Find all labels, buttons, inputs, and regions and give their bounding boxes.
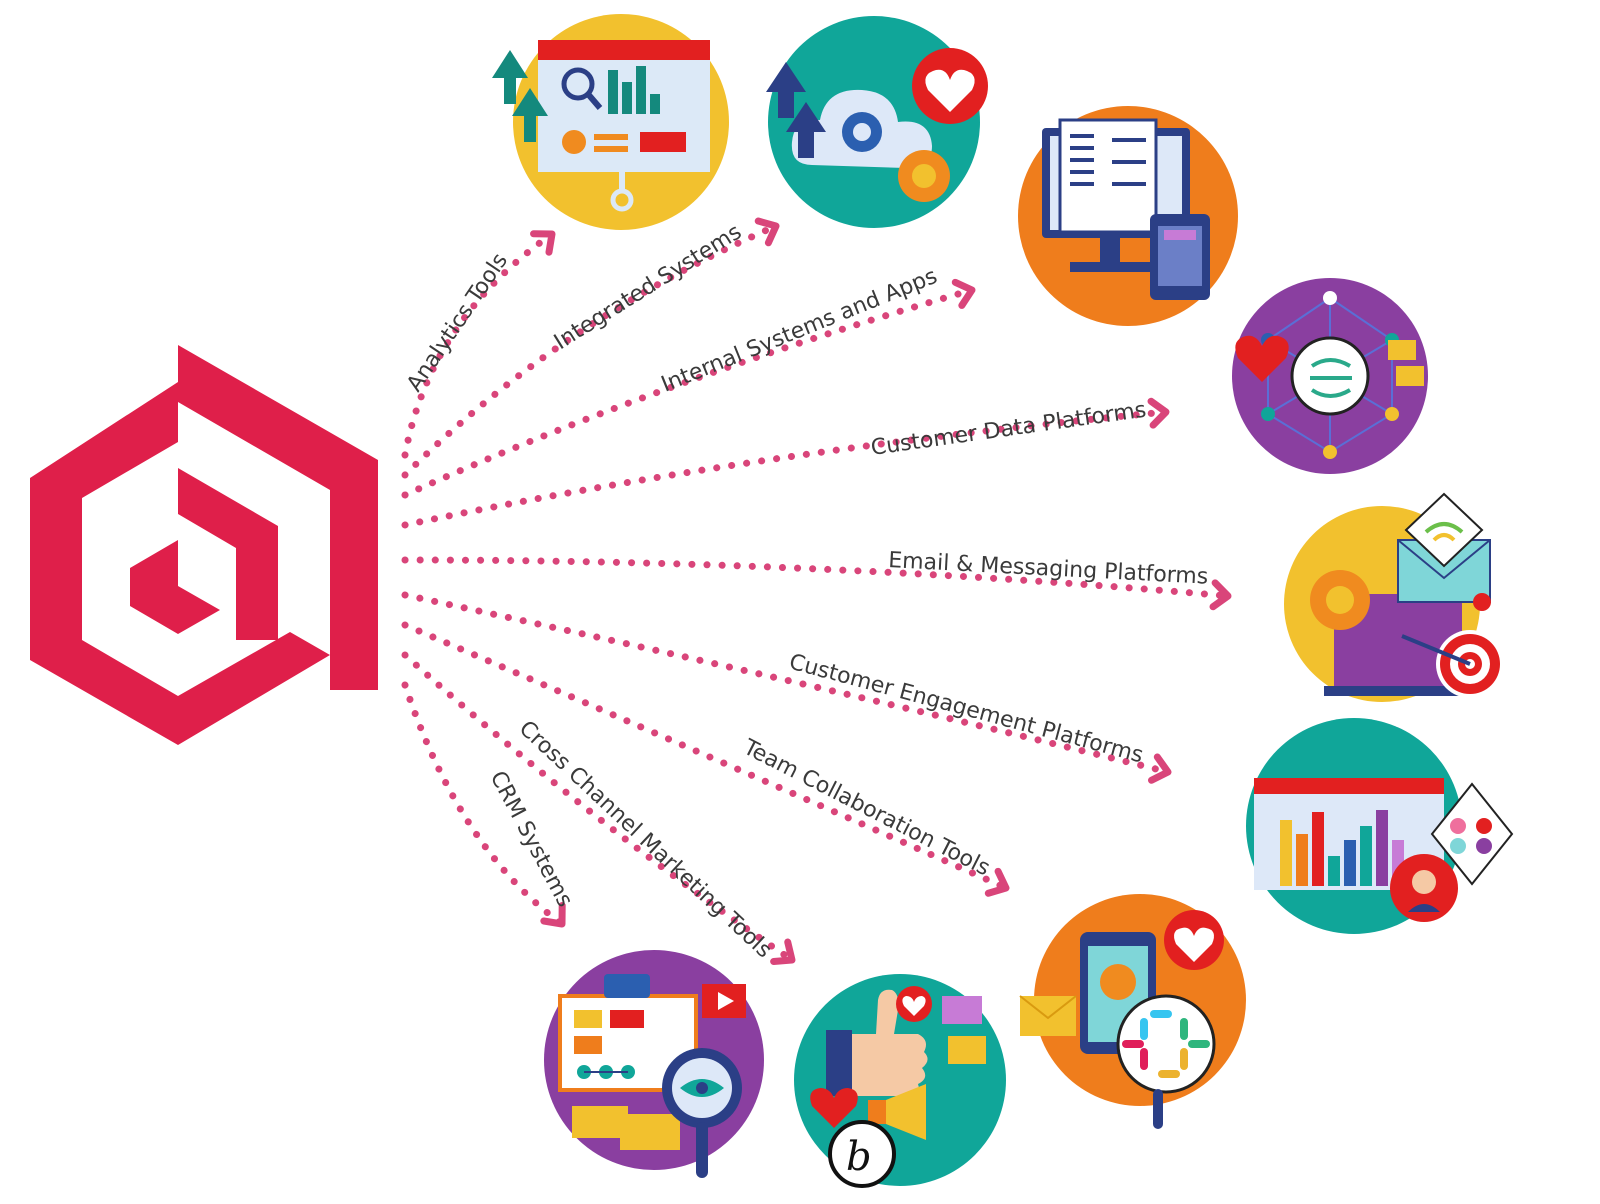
crm-magnifier-icon <box>544 950 764 1178</box>
arrows-layer <box>401 217 1232 965</box>
data-network-icon <box>1232 278 1428 474</box>
label-crm: CRM Systems <box>485 767 578 911</box>
arrow-crossch <box>401 651 796 964</box>
marketing-thumbs-up-icon: b <box>794 974 1006 1188</box>
arrow-crm <box>401 681 566 928</box>
arrow-engagement <box>401 591 1172 776</box>
svg-text:b: b <box>846 1134 872 1180</box>
arrowhead-email <box>1209 579 1232 611</box>
arrow-internal <box>401 286 976 499</box>
label-integrated: Integrated Systems <box>550 220 746 356</box>
desktop-apps-icon <box>1018 106 1238 326</box>
arrowhead-cdp <box>1147 397 1170 429</box>
label-analytics: Analytics Tools <box>402 249 513 397</box>
arrowhead-integrated <box>754 217 780 247</box>
label-internal: Internal Systems and Apps <box>658 264 941 398</box>
arrow-cdp <box>401 408 1170 529</box>
arrowhead-crossch <box>770 938 796 965</box>
arrow-integrated <box>401 222 780 479</box>
arrow-email <box>401 556 1232 600</box>
collaboration-phone-icon <box>1019 894 1246 1129</box>
arrowhead-analytics <box>530 230 556 256</box>
arrow-collab <box>401 621 1010 892</box>
arrowhead-engagement <box>1148 753 1172 784</box>
label-email: Email & Messaging Platforms <box>888 548 1209 590</box>
engagement-chart-icon <box>1246 718 1514 934</box>
arrow-analytics <box>401 230 556 459</box>
cloud-gear-icon <box>766 16 988 228</box>
brand-hexagon-logo-icon <box>30 345 378 745</box>
label-cdp: Customer Data Platforms <box>869 398 1147 461</box>
analytics-dashboard-icon <box>492 14 729 230</box>
arrowhead-crm <box>540 902 566 928</box>
label-collab: Team Collaboration Tools <box>738 735 993 882</box>
label-engagement: Customer Engagement Platforms <box>786 650 1145 769</box>
arrowhead-collab <box>984 867 1010 897</box>
arrowhead-internal <box>951 278 976 309</box>
label-crossch: Cross Channel Marketing Tools <box>514 716 776 963</box>
email-target-icon <box>1284 492 1504 702</box>
